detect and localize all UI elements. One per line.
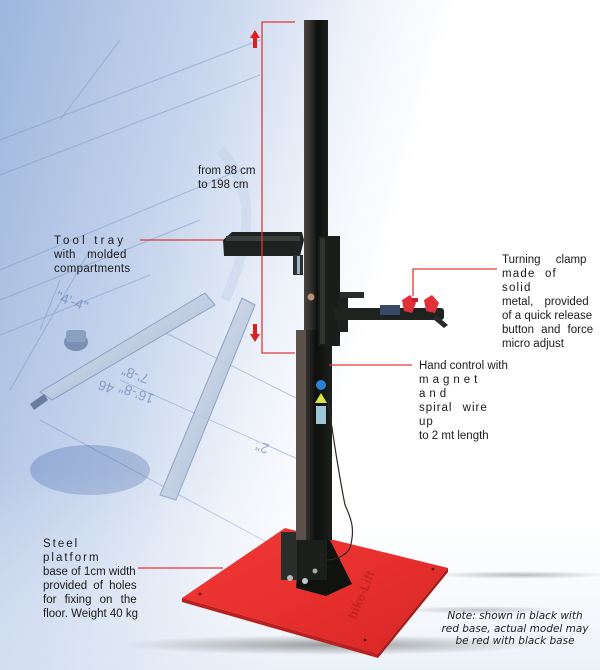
tool-tray-line1: Tool tray [54, 235, 127, 247]
clamp-leader [412, 268, 497, 296]
hand-control-line2: magnet and [419, 374, 482, 400]
note-line1: Note: shown in black with [447, 610, 583, 622]
hand-control-line3: spiral wire up [419, 402, 488, 428]
steel-platform-line3: provided of holes [43, 580, 137, 592]
turning-clamp-line5: button and force [502, 324, 594, 336]
turning-clamp-line2: made of solid [502, 268, 557, 294]
down-arrow-icon [250, 324, 260, 342]
color-note: Note: shown in black with red base, actu… [430, 610, 600, 648]
tool-tray-callout: Tool tray with molded compartments [54, 234, 136, 276]
hand-control-line1: Hand control with [419, 360, 508, 372]
height-range-line2: to 198 cm [198, 179, 249, 191]
note-line2: red base, actual model may [441, 622, 589, 635]
turning-clamp-line4: of a quick release [502, 310, 593, 322]
height-range-callout: from 88 cm to 198 cm [198, 164, 268, 192]
height-range-line1: from 88 cm [198, 165, 256, 177]
tool-tray-line2: with molded [54, 249, 127, 261]
hand-control-line4: to 2 mt length [419, 430, 489, 442]
note-line3: be red with black base [455, 635, 575, 647]
hand-control-callout: Hand control with magnet and spiral wire… [419, 359, 509, 443]
steel-platform-line2: base of 1cm width [43, 566, 136, 578]
height-dimension-bracket [261, 21, 295, 354]
turning-clamp-line1: Turning clamp [502, 254, 587, 266]
turning-clamp-callout: Turning clamp made of solid metal, provi… [502, 253, 594, 351]
steel-platform-line1: Steel platform [43, 538, 101, 564]
steel-platform-line4: for fixing on the [43, 594, 137, 606]
steel-platform-callout: Steel platform base of 1cm width provide… [43, 537, 143, 621]
tool-tray-line3: compartments [54, 263, 131, 275]
steel-platform-line5: floor. Weight 40 kg [43, 608, 139, 620]
up-arrow-icon [250, 30, 260, 48]
turning-clamp-line6: micro adjust [502, 338, 564, 350]
turning-clamp-line3: metal, provided [502, 296, 589, 308]
